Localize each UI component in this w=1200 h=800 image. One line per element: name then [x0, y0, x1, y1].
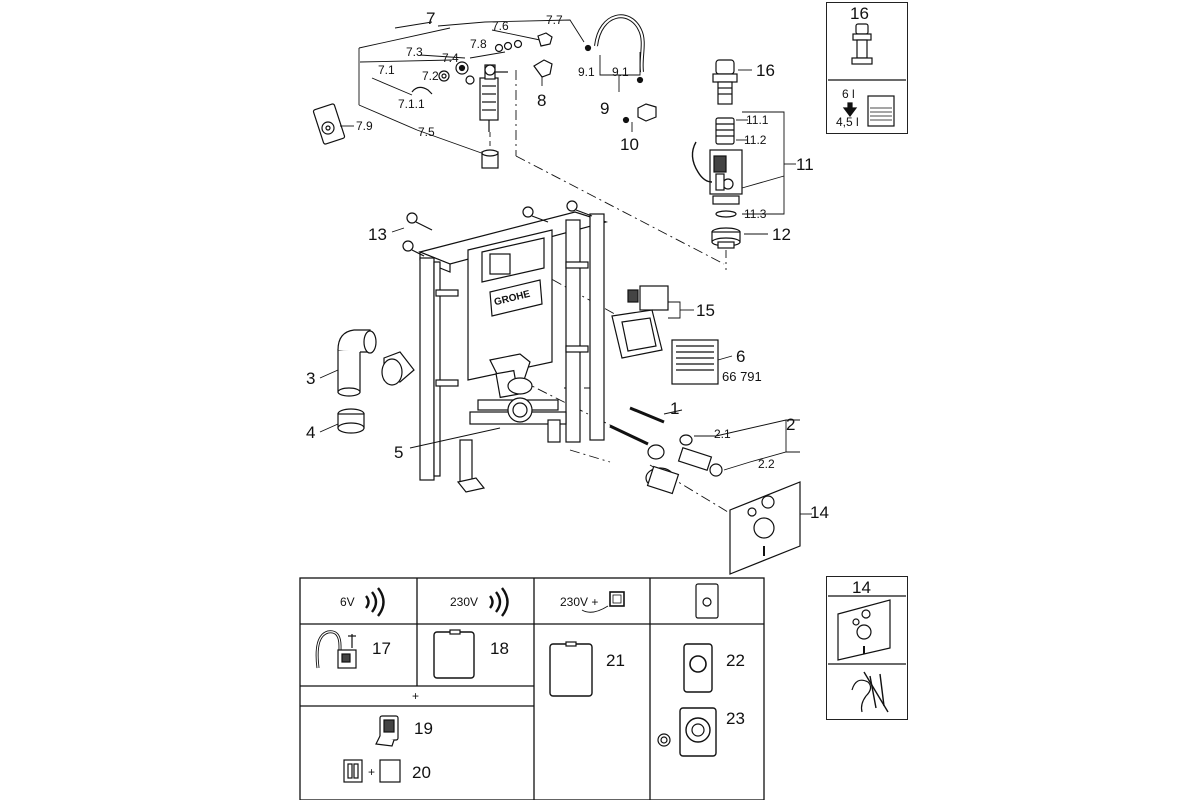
callout-7-5: 7.5: [418, 125, 435, 139]
table-item-17: 17: [372, 639, 391, 658]
callout-15: 15: [696, 301, 715, 320]
installation-frame: [391, 200, 609, 493]
table-item-23: 23: [726, 709, 745, 728]
callout-11-3: 11.3: [744, 207, 767, 221]
callout-7-1: 7.1: [378, 63, 395, 77]
callout-5: 5: [394, 443, 404, 462]
callout-14: 14: [810, 503, 829, 522]
callout-7-9: 7.9: [356, 119, 373, 133]
wireless-signal-icon: [365, 587, 509, 617]
callout-9-1-right: 9.1: [612, 65, 629, 79]
inset-16-box: [826, 2, 908, 134]
callout-11-2: 11.2: [744, 133, 767, 147]
callout-7-6: 7.6: [492, 19, 509, 33]
callout-9-1-left: 9.1: [578, 65, 595, 79]
inset-16-volume-full: 6 l: [842, 87, 855, 101]
part-8-bracket: [533, 59, 553, 86]
table-header-6v: 6V: [340, 595, 355, 609]
callout-12: 12: [772, 225, 791, 244]
callout-2-1: 2.1: [714, 427, 731, 441]
callout-2: 2: [786, 415, 796, 434]
callout-13: 13: [368, 225, 387, 244]
callout-2-2: 2.2: [758, 457, 775, 471]
actuation-frame-parts: [611, 285, 733, 385]
table-plus-row: +: [412, 689, 420, 703]
table-item-20: 20: [412, 763, 431, 782]
inset-16-title: 16: [850, 4, 869, 23]
callout-7-8: 7.8: [470, 37, 487, 51]
callout-6: 6: [736, 347, 746, 366]
table-header-230v: 230V: [450, 595, 479, 609]
inset-14-graphic: [828, 595, 906, 713]
callout-4: 4: [306, 423, 316, 442]
flush-valve-column: [691, 59, 796, 270]
callout-7: 7: [426, 9, 436, 28]
inset-16-volume-reduced: 4,5 l: [836, 115, 859, 129]
table-item-19: 19: [414, 719, 433, 738]
inset-14-box: [826, 576, 908, 720]
table-item-21: 21: [606, 651, 625, 670]
panel-outline-icon: [581, 583, 719, 619]
fill-valve-group: [312, 19, 585, 169]
callout-11-1: 11.1: [746, 113, 769, 127]
inset-14-title: 14: [852, 578, 871, 597]
table-item-20-plus: +: [368, 765, 376, 779]
callout-9: 9: [600, 99, 610, 118]
callout-6-article: 66 791: [722, 369, 762, 384]
connector-parts: [609, 406, 812, 575]
callout-7-7: 7.7: [546, 13, 563, 27]
callout-7-2: 7.2: [422, 69, 439, 83]
callout-8: 8: [537, 91, 547, 110]
table-item-18: 18: [490, 639, 509, 658]
callout-3: 3: [306, 369, 316, 388]
accessory-table-grid: [299, 577, 765, 800]
callout-1: 1: [670, 399, 680, 418]
table-header-230v-plus: 230V +: [560, 595, 599, 609]
table-item-22: 22: [726, 651, 745, 670]
callout-10: 10: [620, 135, 639, 154]
drain-bend-parts: [319, 329, 501, 449]
callout-11: 11: [796, 155, 814, 174]
callout-7-4: 7.4: [442, 51, 459, 65]
callout-16: 16: [756, 61, 775, 80]
callout-7-3: 7.3: [406, 45, 423, 59]
callout-7-1-1: 7.1.1: [398, 97, 425, 111]
supply-hose-group: [584, 14, 657, 132]
table-item-drawings: [315, 629, 717, 783]
inset-16-graphic: [828, 23, 906, 127]
